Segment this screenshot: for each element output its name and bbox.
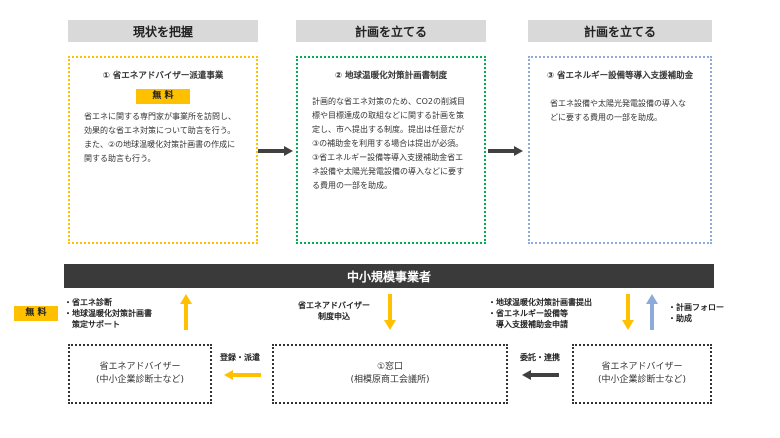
arrow-down-yellow-right xyxy=(622,294,634,330)
advisor-dispatch-box: ① 省エネアドバイザー派遣事業 無 料 省エネに関する専門家が事業所を訪問し、効… xyxy=(68,56,258,244)
warming-plan-title: ② 地球温暖化対策計画書制度 xyxy=(334,71,448,81)
free-badge: 無 料 xyxy=(136,88,190,104)
register-dispatch-label: 登録・派遣 xyxy=(220,353,260,362)
advisor-box-right: 省エネアドバイザー (中小企業診断士など) xyxy=(572,344,712,404)
advisor-box-right-line: (中小企業診断士など) xyxy=(597,375,687,385)
left-service-item: 策定サポート xyxy=(64,320,120,330)
arrow-up-blue xyxy=(646,294,658,330)
arrow-right-1 xyxy=(258,146,296,156)
contact-window-line: ①窓口 xyxy=(376,361,404,372)
arrow-left-yellow xyxy=(224,370,264,380)
follow-up-list: ・計画フォロー ・助成 xyxy=(668,302,724,324)
header-current-status: 現状を把握 xyxy=(68,20,258,42)
submission-item: 導入支援補助金申請 xyxy=(488,320,568,330)
submission-list: ・地球温暖化対策計画書提出 ・省エネルギー設備等 導入支援補助金申請 xyxy=(488,297,592,331)
arrow-left-dark xyxy=(522,370,562,380)
follow-up-item: ・計画フォロー xyxy=(668,303,724,312)
advisor-box-right-line: 省エネアドバイザー xyxy=(601,361,683,372)
advisor-apply-line: 省エネアドバイザー xyxy=(298,301,370,310)
contact-window-line: (相模原商工会議所) xyxy=(350,375,430,385)
arrow-up-yellow xyxy=(180,294,192,330)
left-service-list: ・省エネ診断 ・地球温暖化対策計画書 策定サポート xyxy=(64,297,152,331)
advisor-box-left: 省エネアドバイザー (中小企業診断士など) xyxy=(68,344,212,404)
entrust-label: 委託・連携 xyxy=(520,353,560,362)
sme-bar: 中小規模事業者 xyxy=(64,264,714,288)
warming-plan-box: ② 地球温暖化対策計画書制度 計画的な省エネ対策のため、CO2の削減目標や目標達… xyxy=(296,56,486,244)
advisor-apply-label: 省エネアドバイザー 制度申込 xyxy=(298,300,370,322)
advisor-box-left-line: 省エネアドバイザー xyxy=(99,361,181,372)
subsidy-title: ③ 省エネルギー設備等導入支援補助金 xyxy=(546,71,694,81)
header-make-plan-1: 計画を立てる xyxy=(296,20,486,42)
submission-item: ・地球温暖化対策計画書提出 xyxy=(488,298,592,307)
submission-item: ・省エネルギー設備等 xyxy=(488,309,568,319)
advisor-dispatch-body: 省エネに関する専門家が事業所を訪問し、効果的な省エネ対策について助言を行う。また… xyxy=(84,111,236,163)
arrow-down-yellow-mid xyxy=(384,294,396,330)
advisor-box-left-line: (中小企業診断士など) xyxy=(95,375,185,385)
advisor-apply-line: 制度申込 xyxy=(318,312,350,322)
follow-up-item: ・助成 xyxy=(668,314,692,324)
header-make-plan-2: 計画を立てる xyxy=(528,20,712,42)
free-badge-lower: 無 料 xyxy=(14,306,58,321)
subsidy-box: ③ 省エネルギー設備等導入支援補助金 省エネ設備や太陽光発電設備の導入などに要す… xyxy=(528,56,712,244)
left-service-item: ・地球温暖化対策計画書 xyxy=(64,309,152,319)
arrow-right-2 xyxy=(488,146,526,156)
contact-window-box: ①窓口 (相模原商工会議所) xyxy=(272,344,508,404)
subsidy-body: 省エネ設備や太陽光発電設備の導入などに要する費用の一部を助成。 xyxy=(550,98,686,122)
warming-plan-body: 計画的な省エネ対策のため、CO2の削減目標や目標達成の取組などに関する計画を策定… xyxy=(312,96,465,190)
left-service-item: ・省エネ診断 xyxy=(64,298,112,307)
advisor-dispatch-title: ① 省エネアドバイザー派遣事業 xyxy=(102,71,224,81)
